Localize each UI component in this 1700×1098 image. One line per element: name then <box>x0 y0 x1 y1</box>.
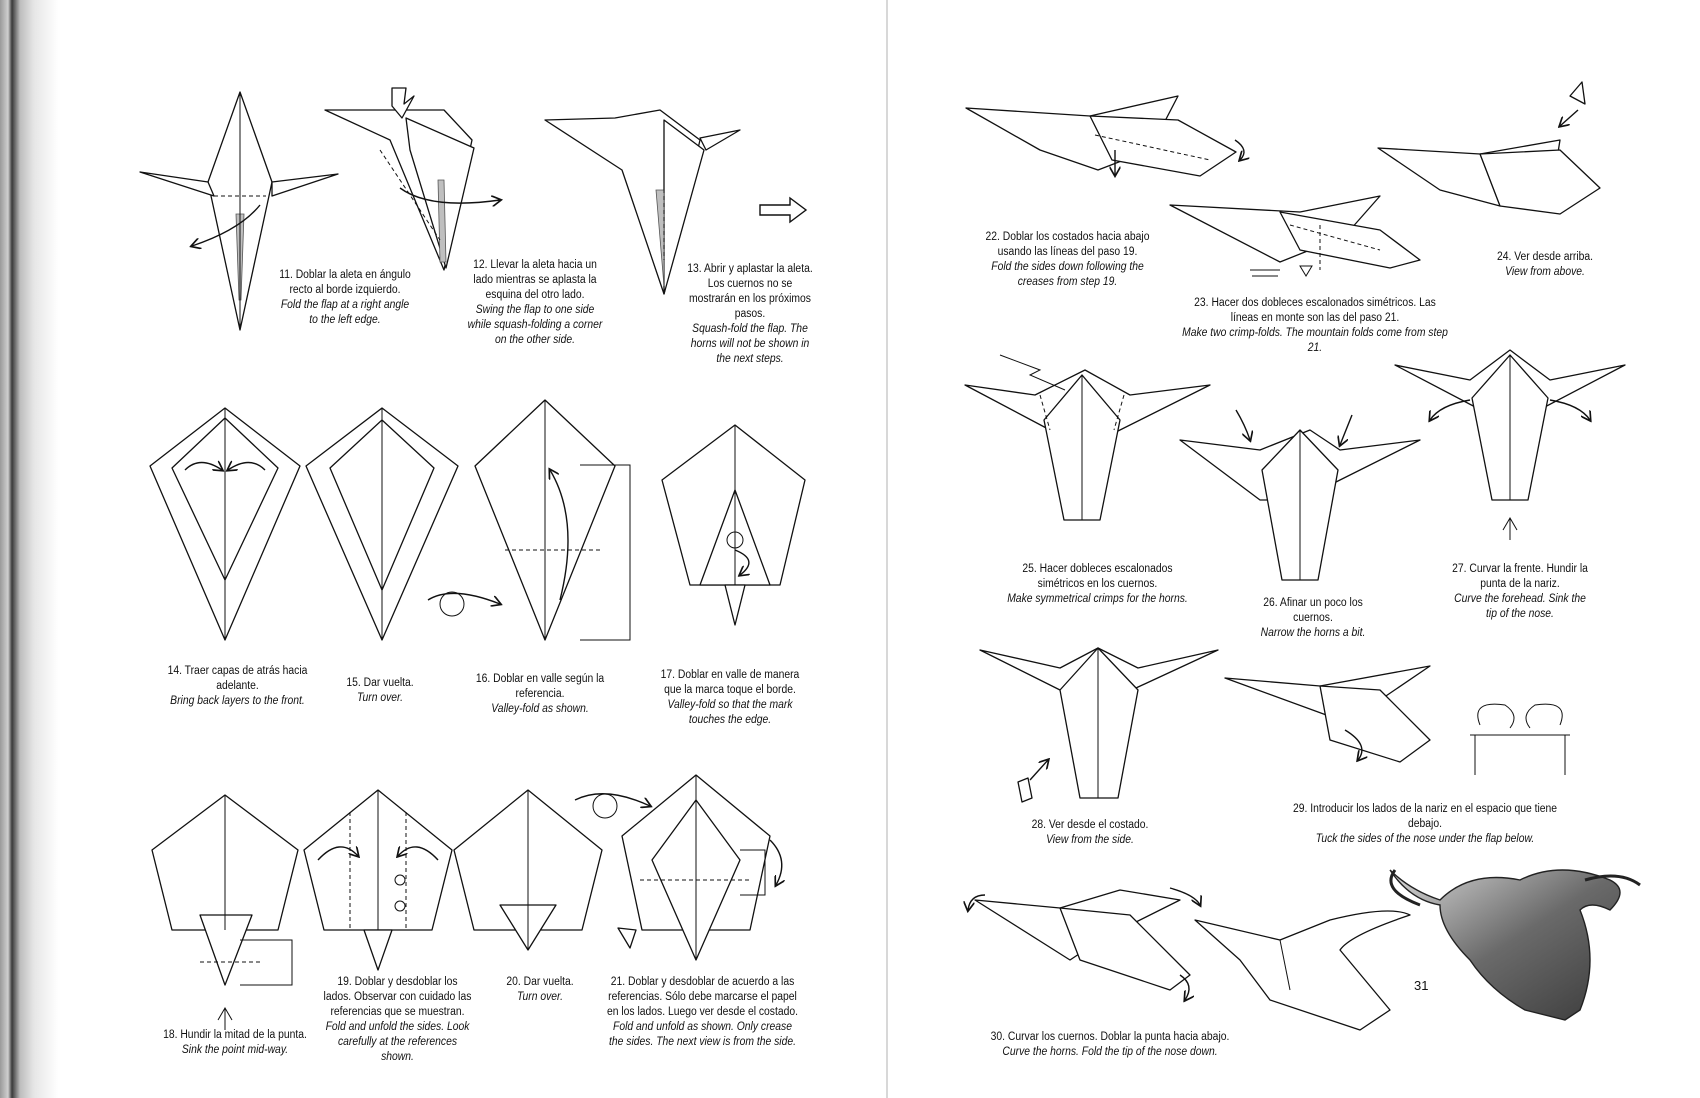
caption-en: Fold and unfold the sides. Look carefull… <box>325 1021 470 1063</box>
step-21-diagram <box>617 774 782 961</box>
caption-step-29: 29. Introducir los lados de la nariz en … <box>1281 802 1569 847</box>
step-28-diagram <box>979 647 1219 803</box>
book-binding-edge <box>0 0 60 1098</box>
caption-es: 15. Dar vuelta. <box>346 677 414 689</box>
page-gutter <box>886 0 888 1098</box>
caption-step-16: 16. Doblar en valle según la referencia.… <box>473 672 608 717</box>
caption-en: Curve the forehead. Sink the tip of the … <box>1454 593 1586 620</box>
step-27-diagram <box>1394 349 1626 540</box>
step-17-diagram <box>661 424 806 626</box>
caption-step-26: 26. Afinar un poco los cuernos. Narrow t… <box>1246 596 1381 641</box>
step-11-diagram <box>139 91 339 331</box>
caption-step-15: 15. Dar vuelta. Turn over. <box>331 676 430 706</box>
caption-step-11: 11. Doblar la aleta en ángulo recto al b… <box>278 268 413 328</box>
caption-step-13: 13. Abrir y aplastar la aleta. Los cuern… <box>687 262 813 367</box>
caption-es: 24. Ver desde arriba. <box>1496 251 1594 263</box>
caption-es: 26. Afinar un poco los cuernos. <box>1263 597 1363 624</box>
page-number: 31 <box>1414 978 1429 993</box>
caption-en: Make symmetrical crimps for the horns. <box>1007 593 1188 605</box>
caption-es: 18. Hundir la mitad de la punta. <box>163 1029 307 1041</box>
caption-en: Squash-fold the flap. The horns will not… <box>690 323 810 365</box>
caption-step-17: 17. Doblar en valle de manera que la mar… <box>658 668 802 728</box>
step-16-diagram <box>474 399 631 641</box>
caption-en: Curve the horns. Fold the tip of the nos… <box>1002 1046 1218 1058</box>
step-24-diagram <box>1377 81 1601 215</box>
step-18-diagram <box>151 794 299 1030</box>
caption-en: View from the side. <box>1046 834 1134 846</box>
caption-step-22: 22. Doblar los costados hacia abajo usan… <box>984 230 1151 290</box>
caption-es: 30. Curvar los cuernos. Doblar la punta … <box>990 1031 1230 1043</box>
caption-en: Turn over. <box>356 692 404 704</box>
caption-step-25: 25. Hacer dobleces escalonados simétrico… <box>1005 562 1190 607</box>
caption-step-30: 30. Curvar los cuernos. Doblar la punta … <box>975 1030 1245 1060</box>
caption-es: 16. Doblar en valle según la referencia. <box>475 673 605 700</box>
caption-en: Fold the flap at a right angle to the le… <box>280 299 410 326</box>
caption-en: Sink the point mid-way. <box>181 1044 289 1056</box>
caption-es: 27. Curvar la frente. Hundir la punta de… <box>1452 563 1588 590</box>
caption-es: 23. Hacer dos dobleces escalonados simét… <box>1194 297 1436 324</box>
caption-step-27: 27. Curvar la frente. Hundir la punta de… <box>1448 562 1592 622</box>
caption-en: Valley-fold as shown. <box>491 703 589 715</box>
caption-es: 20. Dar vuelta. <box>506 976 574 988</box>
step-13-diagram <box>544 109 808 295</box>
step-19-diagram <box>303 789 453 971</box>
caption-es: 28. Ver desde el costado. <box>1031 819 1149 831</box>
caption-es: 11. Doblar la aleta en ángulo recto al b… <box>279 269 411 296</box>
step-22-diagram <box>965 95 1244 176</box>
caption-step-18: 18. Hundir la mitad de la punta. Sink th… <box>150 1028 321 1058</box>
side-view-model <box>1194 910 1411 1031</box>
caption-step-19: 19. Doblar y desdoblar los lados. Observ… <box>323 975 472 1065</box>
caption-es: 13. Abrir y aplastar la aleta. Los cuern… <box>687 263 813 320</box>
caption-es: 22. Doblar los costados hacia abajo usan… <box>985 231 1150 258</box>
caption-es: 25. Hacer dobleces escalonados simétrico… <box>1022 563 1173 590</box>
caption-step-20: 20. Dar vuelta. Turn over. <box>491 975 590 1005</box>
caption-es: 12. Llevar la aleta hacia un lado mientr… <box>473 259 597 301</box>
caption-es: 17. Doblar en valle de manera que la mar… <box>660 669 800 696</box>
caption-en: Fold the sides down following the crease… <box>991 261 1144 288</box>
step-25-diagram <box>964 354 1211 521</box>
caption-es: 19. Doblar y desdoblar los lados. Observ… <box>323 976 472 1018</box>
caption-en: Narrow the horns a bit. <box>1260 627 1366 639</box>
caption-en: Bring back layers to the front. <box>170 695 305 707</box>
caption-es: 21. Doblar y desdoblar de acuerdo a las … <box>606 976 799 1018</box>
caption-step-21: 21. Doblar y desdoblar de acuerdo a las … <box>606 975 800 1050</box>
step-23-diagram <box>1169 195 1421 277</box>
step-26-diagram <box>1179 409 1421 581</box>
finished-bull-head <box>1389 869 1641 1021</box>
caption-en: View from above. <box>1505 266 1585 278</box>
caption-en: Valley-fold so that the mark touches the… <box>667 699 793 726</box>
caption-en: Turn over. <box>516 991 564 1003</box>
step-20-diagram <box>453 789 650 951</box>
step-29-diagram <box>1224 665 1570 775</box>
caption-step-12: 12. Llevar la aleta hacia un lado mientr… <box>468 258 603 348</box>
step-12-diagram <box>324 87 500 271</box>
step-14-diagram <box>149 407 301 641</box>
caption-step-28: 28. Ver desde el costado. View from the … <box>1027 818 1153 848</box>
caption-es: 29. Introducir los lados de la nariz en … <box>1292 803 1558 830</box>
caption-en: Make two crimp-folds. The mountain folds… <box>1182 327 1448 354</box>
caption-step-14: 14. Traer capas de atrás hacia adelante.… <box>159 664 317 709</box>
caption-en: Fold and unfold as shown. Only crease th… <box>609 1021 796 1048</box>
caption-es: 14. Traer capas de atrás hacia adelante. <box>167 665 308 692</box>
caption-step-23: 23. Hacer dos dobleces escalonados simét… <box>1180 296 1450 356</box>
caption-en: Tuck the sides of the nose under the fla… <box>1315 833 1535 845</box>
step-30-diagram <box>968 887 1200 1000</box>
caption-en: Swing the flap to one side while squash-… <box>467 304 603 346</box>
caption-step-24: 24. Ver desde arriba. View from above. <box>1487 250 1604 280</box>
step-15-diagram <box>305 407 500 641</box>
